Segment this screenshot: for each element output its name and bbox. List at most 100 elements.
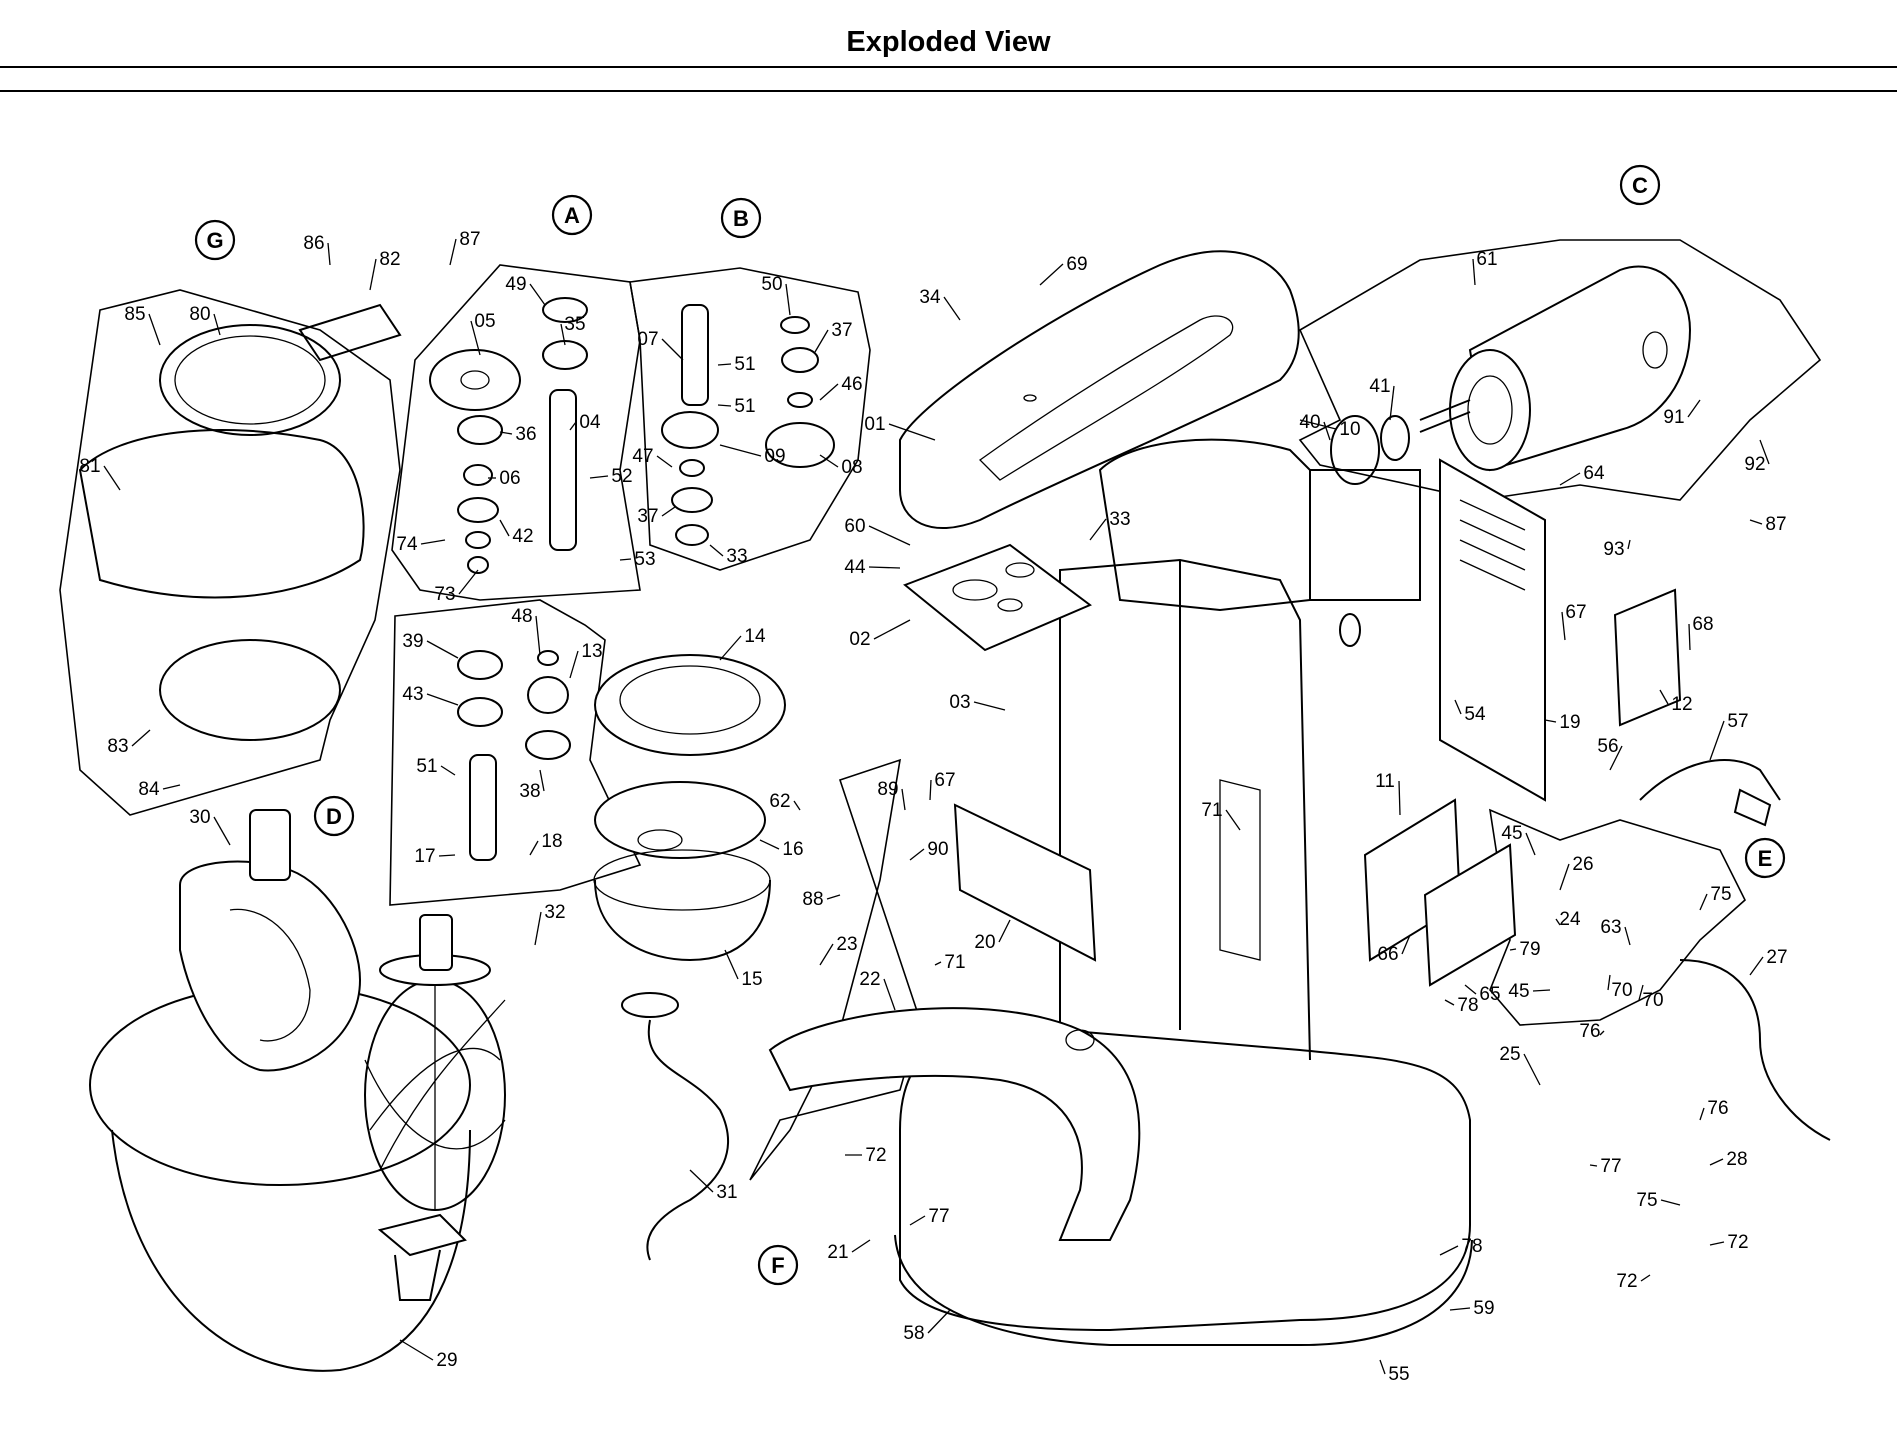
part-number-label: 69 (1066, 254, 1087, 275)
part-number-label: 35 (564, 314, 585, 335)
part-number-label: 20 (974, 932, 995, 953)
dough-hook (646, 1019, 730, 1261)
gear-08 (765, 422, 835, 468)
part-leader-line (883, 978, 896, 1011)
part-leader-line (1089, 518, 1107, 541)
part-leader-line (426, 693, 459, 706)
part-number-label: 80 (189, 304, 210, 325)
part-leader-line (499, 431, 513, 435)
part-leader-line (1640, 1274, 1651, 1282)
part-leader-line (826, 894, 841, 900)
part-leader-line (148, 313, 161, 346)
wire-whip-32 (364, 914, 506, 1211)
part-leader-line (717, 404, 732, 407)
group-callout-circle (720, 197, 762, 239)
part-leader-line (1607, 974, 1611, 991)
part-leader-line (499, 519, 510, 537)
rear-cover-vents (1459, 499, 1526, 591)
part-number-label: 02 (849, 629, 870, 650)
ring-49 (542, 297, 588, 323)
shaft-17 (469, 754, 497, 861)
flat-beater-30 (179, 809, 362, 1072)
part-leader-line (943, 296, 961, 321)
part-number-label: 70 (1611, 980, 1632, 1001)
part-number-label: 32 (544, 902, 565, 923)
gear-stack-d (457, 650, 571, 861)
motor-end-face (1449, 349, 1531, 471)
part-number-label: 58 (903, 1323, 924, 1344)
part-leader-line (819, 943, 834, 966)
part-number-label: 73 (434, 584, 455, 605)
part-leader-line (888, 423, 936, 441)
part-number-label: 01 (864, 414, 885, 435)
part-number-label: 60 (844, 516, 865, 537)
part-leader-line (529, 283, 546, 306)
planetary-hole (637, 829, 683, 851)
part-number-label: 33 (726, 546, 747, 567)
part-number-label: 09 (764, 446, 785, 467)
part-leader-line (1699, 1107, 1705, 1121)
part-number-label: 88 (802, 889, 823, 910)
part-number-label: 84 (138, 779, 160, 800)
bearing-37-a (671, 487, 713, 513)
mixer-base-housing (894, 438, 1473, 1346)
part-leader-line (1323, 421, 1331, 441)
part-number-label: 76 (1579, 1021, 1600, 1042)
part-number-label: 10 (1339, 419, 1360, 440)
planetary-16 (594, 781, 766, 859)
group-outlines (59, 239, 1822, 1181)
part-leader-line (1759, 439, 1770, 465)
gear-05-hub (460, 370, 490, 390)
gear-stack-b (661, 304, 835, 546)
bearing-35 (542, 340, 588, 370)
part-number-label: 18 (541, 831, 562, 852)
gear-plate-hole-3 (1005, 562, 1035, 578)
part-leader-line (689, 1169, 714, 1193)
part-leader-line (719, 635, 742, 661)
part-number-label: 71 (1201, 800, 1222, 821)
flat-beater-hub (249, 809, 291, 881)
rear-cover-19 (1439, 458, 1546, 802)
group-callout-circle (194, 219, 236, 261)
group-callout-circle (551, 194, 593, 236)
part-leader-line (909, 1215, 926, 1226)
ring-48 (537, 650, 559, 666)
part-number-label: 25 (1499, 1044, 1520, 1065)
part-number-label: 57 (1727, 711, 1748, 732)
part-number-label: 83 (107, 736, 128, 757)
motor-shaft-worm (1419, 399, 1471, 433)
part-leader-line (1299, 419, 1337, 430)
part-number-label: 13 (581, 641, 602, 662)
part-leader-line (814, 329, 829, 353)
part-leader-line (1523, 1053, 1541, 1086)
part-number-label: 43 (402, 684, 423, 705)
part-number-label: 87 (1765, 514, 1786, 535)
part-number-label: 71 (944, 952, 965, 973)
part-leader-line (1561, 611, 1566, 641)
part-leader-line (1624, 926, 1631, 946)
bowl-handle-arm (394, 1249, 441, 1301)
part-number-label: 46 (841, 374, 862, 395)
speed-handle-27 (1679, 959, 1831, 1141)
part-leader-line (873, 619, 911, 640)
part-number-label: 39 (402, 631, 423, 652)
part-leader-line (1555, 918, 1561, 926)
part-leader-line (759, 839, 780, 850)
part-leader-line (1709, 720, 1725, 761)
top-cover-shell (899, 250, 1300, 530)
column-body-03 (1059, 558, 1311, 1061)
part-number-label: 62 (769, 791, 790, 812)
part-number-label: 63 (1600, 917, 1621, 938)
part-leader-line (819, 454, 839, 468)
part-leader-line (449, 238, 457, 266)
part-number-label: 82 (379, 249, 400, 270)
part-number-label: 16 (782, 839, 803, 860)
bearing-39 (457, 650, 503, 680)
bowl-guard-g (78, 303, 402, 741)
motor-end-ring (1467, 375, 1513, 445)
part-number-label: 30 (189, 807, 210, 828)
washer-74 (465, 531, 491, 549)
group-callout-letter: B (733, 206, 749, 231)
part-number-label: 81 (79, 456, 100, 477)
part-number-label: 34 (919, 287, 941, 308)
